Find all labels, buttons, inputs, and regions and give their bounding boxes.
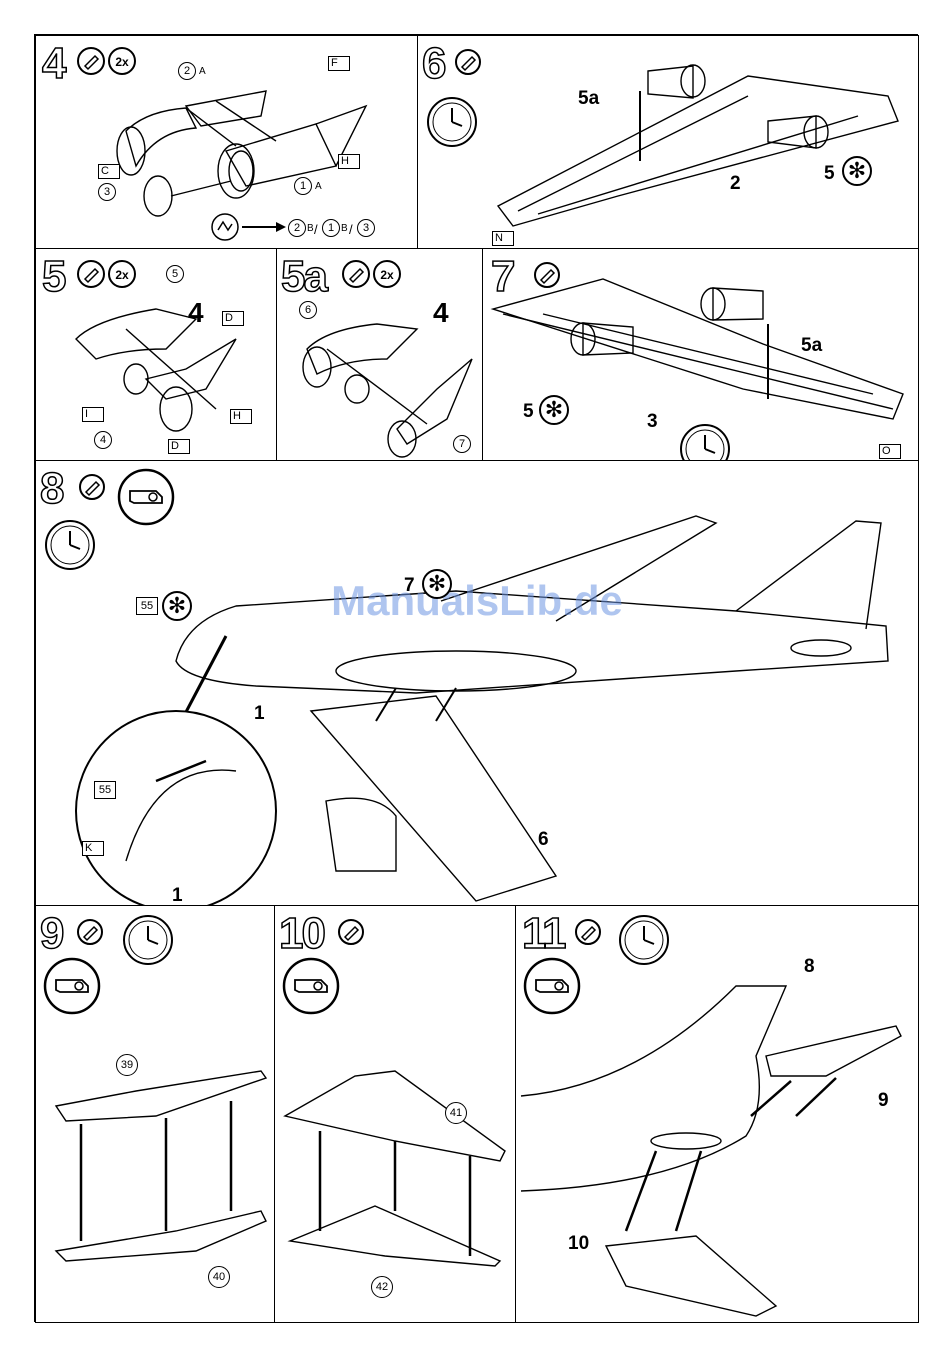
part-number-2: 2 — [730, 173, 741, 195]
step-number: 4 — [42, 42, 64, 86]
engine-pylon-left-illustration — [36, 249, 278, 462]
part-callout-1: 1 — [294, 177, 312, 195]
step-number: 8 — [40, 467, 62, 511]
part-number-3: 3 — [647, 411, 658, 433]
part-suffix: B — [341, 223, 348, 234]
decal-flag-d: D — [222, 311, 244, 326]
quantity-badge: 2x — [373, 260, 401, 288]
decal-water-icon — [116, 467, 176, 527]
part-callout-7: 7 — [453, 435, 471, 453]
glue-tube-icon — [78, 473, 106, 501]
decal-flag-d: D — [168, 439, 190, 454]
quantity-badge: 2x — [108, 260, 136, 288]
part-number-9: 9 — [878, 1090, 889, 1112]
part-number-5: 5 — [824, 163, 835, 185]
part-number-5a: 5a — [578, 88, 599, 110]
alt-part-3: 3 — [357, 219, 375, 237]
step-number: 6 — [422, 42, 444, 86]
paint-asterisk-icon: ✻ — [842, 156, 872, 186]
part-number-1: 1 — [254, 703, 265, 725]
fuselage-wing-attachment-illustration — [36, 461, 919, 907]
panel-step-9: 9 39 40 — [35, 905, 276, 1323]
drying-time-clock-icon — [616, 912, 672, 968]
assembly-number-4: 4 — [188, 297, 204, 329]
panel-step-7: 7 5a 5 ✻ 3 O — [482, 248, 919, 462]
part-suffix: A — [315, 181, 322, 192]
drying-time-clock-icon — [120, 912, 176, 968]
decal-flag-h: H — [230, 409, 252, 424]
alternative-parts-icon — [210, 212, 240, 242]
glue-tube-icon — [533, 261, 561, 289]
glue-tube-icon — [76, 46, 106, 76]
part-callout-40: 40 — [208, 1266, 230, 1288]
part-callout-39: 39 — [116, 1054, 138, 1076]
step-number: 5 — [42, 255, 64, 299]
part-number-5a: 5a — [801, 335, 822, 357]
decal-ref-55: 55 — [136, 597, 158, 615]
panel-step-5a: 5a 2x 6 4 7 — [276, 248, 484, 462]
part-number-5: 5 — [523, 401, 534, 423]
part-suffix: B — [307, 223, 314, 234]
step-number: 10 — [279, 912, 324, 956]
glue-tube-icon — [574, 918, 602, 946]
step-number: 9 — [40, 912, 62, 956]
part-number-7: 7 — [404, 575, 415, 597]
part-callout-3: 3 — [98, 183, 116, 201]
part-number-10: 10 — [568, 1233, 589, 1255]
panel-step-10: 10 41 42 — [274, 905, 517, 1323]
step-number: 5a — [281, 255, 326, 299]
quantity-badge: 2x — [108, 47, 136, 75]
panel-step-8: ManualsLib.de 8 7 ✻ 55 ✻ 1 6 55 K 1 — [35, 460, 919, 907]
zoom-decal-flag-k: K — [82, 841, 104, 856]
decal-flag-h: H — [338, 154, 360, 169]
panel-step-5: 5 2x 5 4 D I H 4 D — [35, 248, 278, 462]
part-number-6: 6 — [538, 829, 549, 851]
decal-flag-c: C — [98, 164, 120, 179]
drying-time-clock-icon — [424, 94, 480, 150]
decal-flag-o: O — [879, 444, 901, 459]
paint-asterisk-icon: ✻ — [539, 395, 569, 425]
step-number: 7 — [491, 255, 513, 299]
zoom-decal-ref-55: 55 — [94, 781, 116, 799]
glue-tube-icon — [454, 48, 482, 76]
decal-flag-i: I — [82, 407, 104, 422]
arrow-right-icon — [242, 221, 286, 233]
glue-tube-icon — [76, 918, 104, 946]
separator: / — [349, 222, 353, 237]
step-number: 11 — [522, 912, 565, 956]
part-callout-2: 2 — [178, 62, 196, 80]
glue-tube-icon — [76, 259, 106, 289]
drying-time-clock-icon — [677, 421, 733, 462]
part-callout-42: 42 — [371, 1276, 393, 1298]
part-callout-6: 6 — [299, 301, 317, 319]
part-callout-4: 4 — [94, 431, 112, 449]
drying-time-clock-icon — [42, 517, 98, 573]
part-callout-41: 41 — [445, 1102, 467, 1124]
part-number-8: 8 — [804, 956, 815, 978]
part-suffix: A — [199, 66, 206, 77]
assembly-number-4: 4 — [433, 297, 449, 329]
decal-flag-n: N — [492, 231, 514, 246]
zoom-part-number-1: 1 — [172, 885, 183, 907]
wing-engines-illustration — [418, 36, 919, 250]
alt-part-2b: 2 — [288, 219, 306, 237]
instruction-sheet: 4 2x 2 A F H C 3 1 A 2 B / 1 B / 3 — [34, 34, 918, 1322]
decal-water-icon — [281, 956, 341, 1016]
decal-water-icon — [42, 956, 102, 1016]
glue-tube-icon — [337, 918, 365, 946]
separator: / — [314, 222, 318, 237]
decal-water-icon — [522, 956, 582, 1016]
panel-step-4: 4 2x 2 A F H C 3 1 A 2 B / 1 B / 3 — [35, 35, 419, 250]
paint-asterisk-icon: ✻ — [162, 591, 192, 621]
panel-step-11: 11 8 9 10 — [515, 905, 919, 1323]
glue-tube-icon — [341, 259, 371, 289]
paint-asterisk-icon: ✻ — [422, 569, 452, 599]
alt-part-1b: 1 — [322, 219, 340, 237]
decal-flag-f: F — [328, 56, 350, 71]
part-callout-5: 5 — [166, 265, 184, 283]
panel-step-6: 6 5a 2 5 ✻ N — [417, 35, 919, 250]
